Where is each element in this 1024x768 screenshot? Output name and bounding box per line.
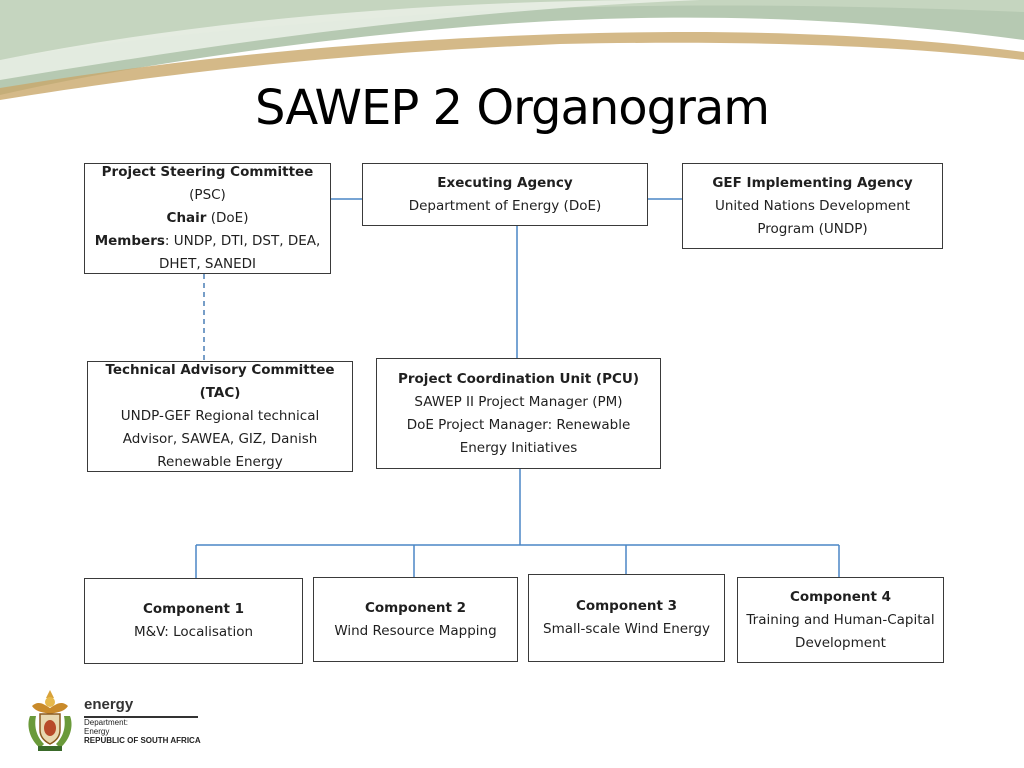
executing-agency-box: Executing Agency Department of Energy (D… — [362, 163, 648, 226]
pcu-line1: SAWEP II Project Manager (PM) — [414, 393, 623, 410]
tac-box: Technical Advisory Committee (TAC) UNDP-… — [87, 361, 353, 472]
component2-heading: Component 2 — [364, 599, 467, 616]
tac-line1: UNDP-GEF Regional technical — [120, 408, 320, 424]
logo-rule — [84, 716, 198, 718]
psc-box: Project Steering Committee (PSC) Chair (… — [84, 163, 331, 274]
component3-line1: Small-scale Wind Energy — [543, 621, 710, 637]
psc-chair-label: Chair — [166, 210, 207, 226]
psc-heading: Project Steering Committee — [101, 164, 314, 180]
gef-box: GEF Implementing Agency United Nations D… — [682, 163, 943, 249]
tac-line3: Renewable Energy — [157, 454, 283, 470]
component3-box: Component 3 Small-scale Wind Energy — [528, 574, 725, 662]
logo-dept-line1: Department: — [84, 718, 129, 727]
tac-line2: Advisor, SAWEA, GIZ, Danish — [122, 431, 318, 447]
component4-box: Component 4 Training and Human-Capital D… — [737, 577, 944, 663]
psc-members-value: : UNDP, DTI, DST, DEA, — [164, 233, 321, 249]
executing-agency-heading: Executing Agency — [437, 174, 573, 191]
psc-heading-line: Project Steering Committee (PSC) — [91, 161, 324, 207]
psc-members-label: Members — [94, 233, 165, 249]
psc-members-line-2: DHET, SANEDI — [159, 256, 256, 272]
psc-chair-line: Chair (DoE) — [167, 207, 249, 230]
coat-of-arms-icon — [28, 690, 72, 751]
pcu-box: Project Coordination Unit (PCU) SAWEP II… — [376, 358, 661, 469]
psc-chair-value: (DoE) — [206, 210, 249, 226]
header-decoration — [0, 0, 1024, 100]
logo-dept-line3: REPUBLIC OF SOUTH AFRICA — [84, 736, 201, 745]
tac-heading: Technical Advisory Committee (TAC) — [105, 362, 335, 401]
psc-heading-suffix: (PSC) — [189, 187, 226, 203]
component2-line1: Wind Resource Mapping — [334, 622, 497, 639]
component4-heading: Component 4 — [789, 588, 892, 605]
component3-heading: Component 3 — [575, 598, 678, 614]
component2-box: Component 2 Wind Resource Mapping — [313, 577, 518, 662]
executing-agency-line1: Department of Energy (DoE) — [408, 197, 602, 214]
component4-line1: Training and Human-Capital — [746, 611, 935, 628]
psc-members-line: Members: UNDP, DTI, DST, DEA, — [95, 230, 321, 253]
component1-line1: M&V: Localisation — [133, 624, 254, 640]
component4-line2: Development — [795, 634, 886, 651]
pcu-heading: Project Coordination Unit (PCU) — [397, 370, 640, 387]
logo-dept-line2: Energy — [84, 727, 110, 736]
component1-heading: Component 1 — [142, 601, 245, 617]
page-title: SAWEP 2 Organogram — [254, 80, 770, 136]
gef-line1: United Nations Development — [714, 197, 911, 214]
department-energy-logo: energy Department: Energy REPUBLIC OF SO… — [24, 686, 224, 756]
pcu-line3: Energy Initiatives — [459, 439, 578, 456]
gef-heading: GEF Implementing Agency — [712, 174, 913, 191]
component1-box: Component 1 M&V: Localisation — [84, 578, 303, 664]
logo-word: energy — [84, 696, 134, 713]
logo-department-text: Department: Energy REPUBLIC OF SOUTH AFR… — [84, 718, 201, 745]
gef-line2: Program (UNDP) — [757, 220, 868, 237]
pcu-line2: DoE Project Manager: Renewable — [406, 416, 631, 433]
